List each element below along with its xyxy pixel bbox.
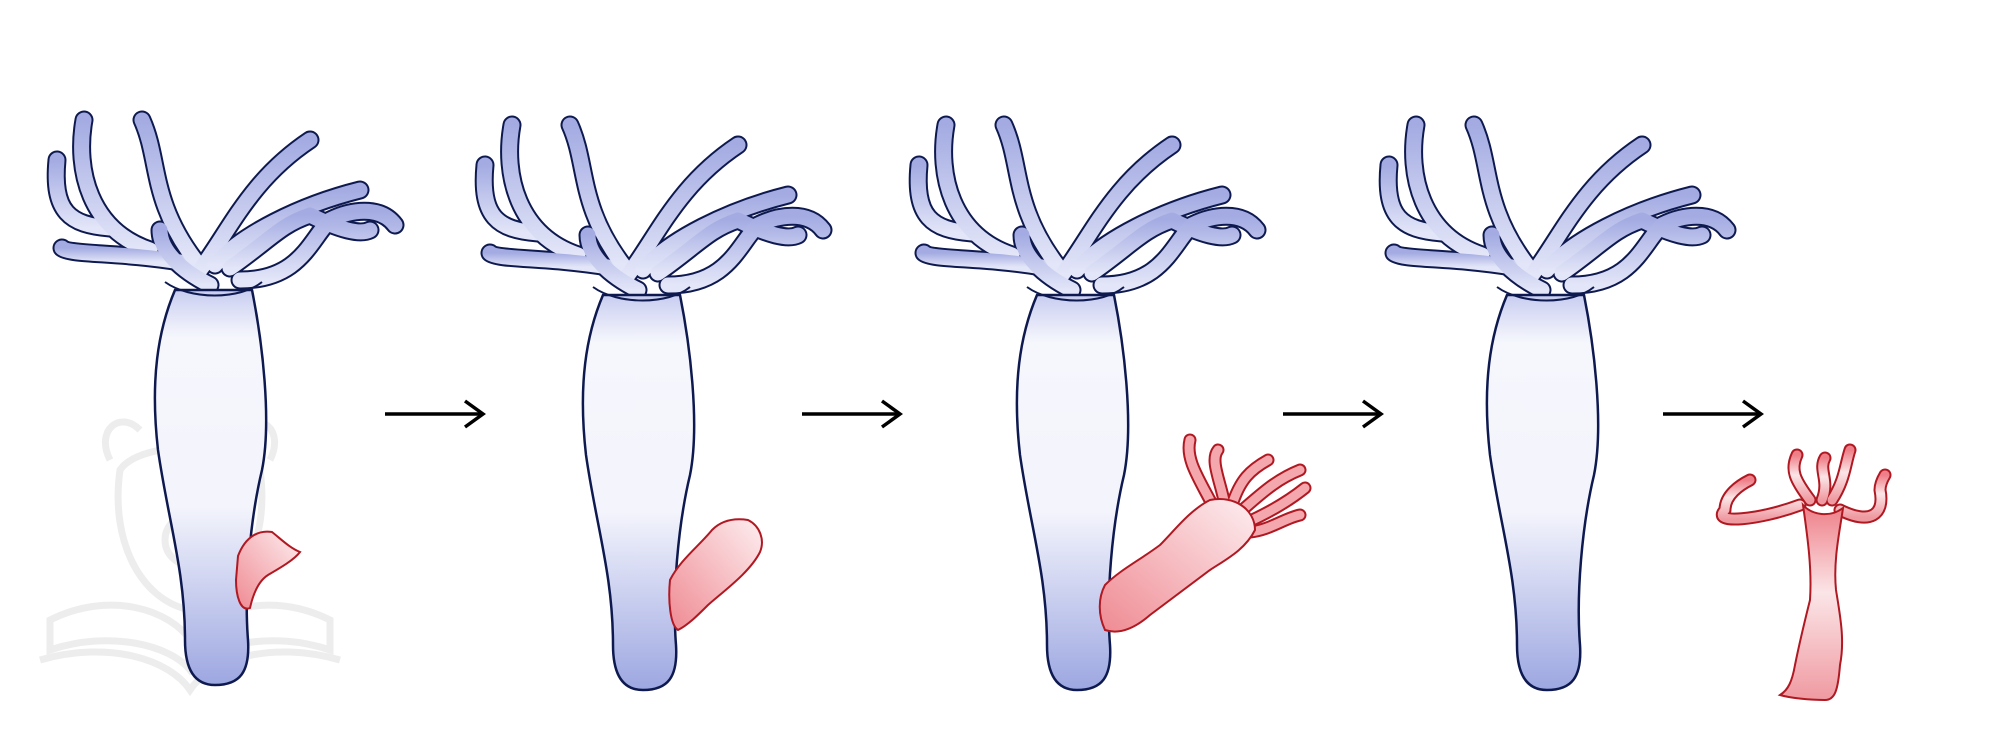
bud-stage-1 — [234, 530, 302, 610]
right-arrow-icon — [1281, 399, 1383, 429]
bud-stage-3 — [1098, 433, 1312, 633]
right-arrow-icon — [383, 399, 485, 429]
detached-young-hydra — [1715, 443, 1892, 702]
stage-4-hydra — [1388, 125, 1727, 690]
right-arrow-icon — [800, 399, 902, 429]
stage-3-hydra — [918, 125, 1312, 690]
bud-stage-2 — [668, 518, 763, 632]
stage-1-hydra — [56, 120, 395, 685]
stage-2-hydra — [484, 125, 823, 690]
right-arrow-icon — [1661, 399, 1763, 429]
